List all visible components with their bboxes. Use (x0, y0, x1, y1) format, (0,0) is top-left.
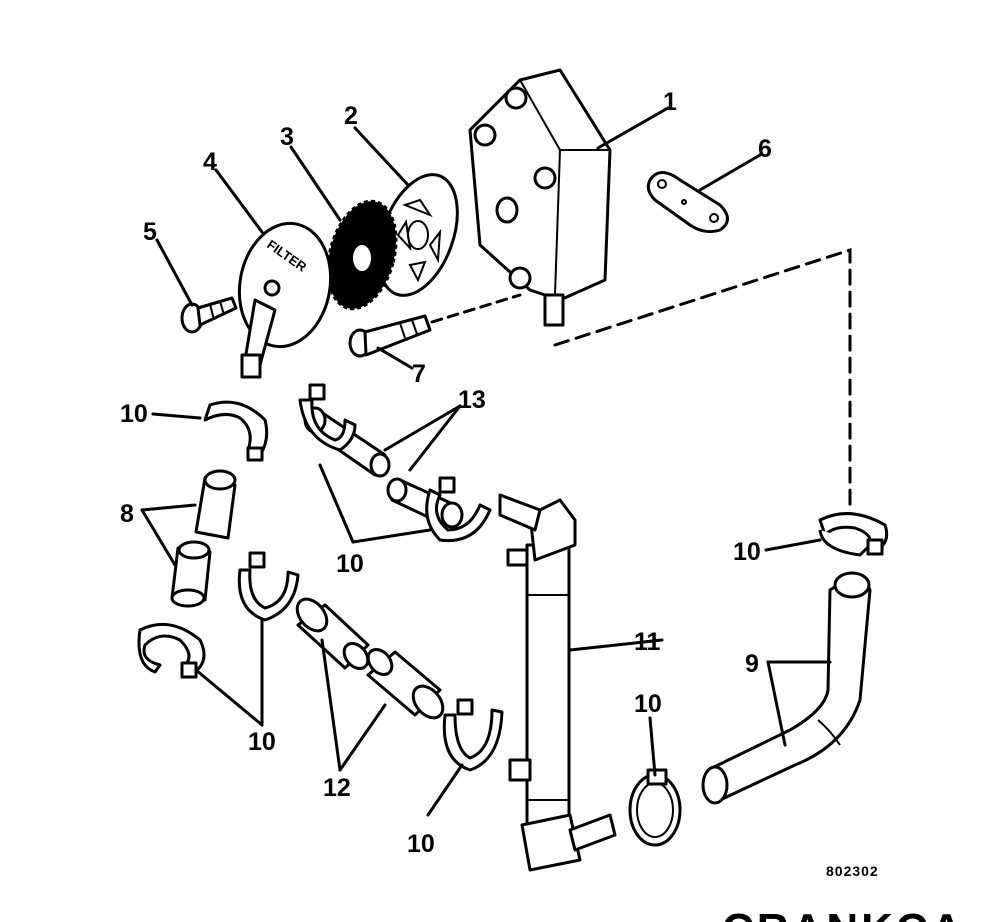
filter-screen (326, 199, 398, 311)
hose-clamp-upper-left (203, 400, 269, 462)
callout-3: 3 (280, 123, 294, 151)
pump-screw (348, 314, 432, 358)
callout-labels: 1 2 3 4 5 6 7 8 9 10 10 10 10 10 10 11 1… (120, 88, 772, 858)
callout-10-center: 10 (336, 550, 364, 578)
callout-1: 1 (663, 88, 677, 116)
hose-clamp-lower-left (137, 622, 206, 679)
callout-10-upper-left: 10 (120, 400, 148, 428)
connector-hose-upper (303, 406, 464, 529)
hose-clamp-mid-left (237, 551, 300, 622)
hose-clamp-bottom (442, 698, 504, 772)
callout-4: 4 (203, 148, 217, 176)
callout-5: 5 (143, 218, 157, 246)
callout-9: 9 (745, 650, 759, 678)
callout-8: 8 (120, 500, 134, 528)
cover-screw (180, 296, 238, 334)
screw-alignment-line (430, 293, 522, 324)
hose-clamp-right (818, 512, 889, 557)
callout-10-lower-left: 10 (248, 728, 276, 756)
callout-10-right: 10 (733, 538, 761, 566)
hose-clamp-center (425, 476, 492, 543)
short-hoses-left (170, 469, 237, 608)
fuel-hose-elbow (701, 571, 872, 805)
leader-lines (140, 106, 832, 817)
hose-clamp-upper-middle (298, 383, 357, 452)
fuel-filter-tube (498, 493, 617, 872)
hose-routing-line (553, 247, 852, 507)
callout-2: 2 (344, 102, 358, 130)
callout-7: 7 (412, 360, 426, 388)
callout-10-bottom: 10 (407, 830, 435, 858)
diaphragm-plate (377, 173, 459, 297)
hose-clamp-lower-right (628, 768, 682, 847)
callout-12: 12 (323, 774, 351, 802)
cut-off-heading: CRANKCA (722, 905, 965, 922)
callout-6: 6 (758, 135, 772, 163)
filter-cover: FILTER (237, 221, 333, 379)
fuel-pump-body (468, 68, 612, 327)
callout-11: 11 (634, 628, 661, 656)
connector-hoses-lower (295, 597, 445, 720)
gasket-plate (646, 171, 729, 234)
figure-number: 802302 (826, 863, 879, 879)
callout-10-lower-right: 10 (634, 690, 662, 718)
callout-13: 13 (458, 386, 486, 414)
